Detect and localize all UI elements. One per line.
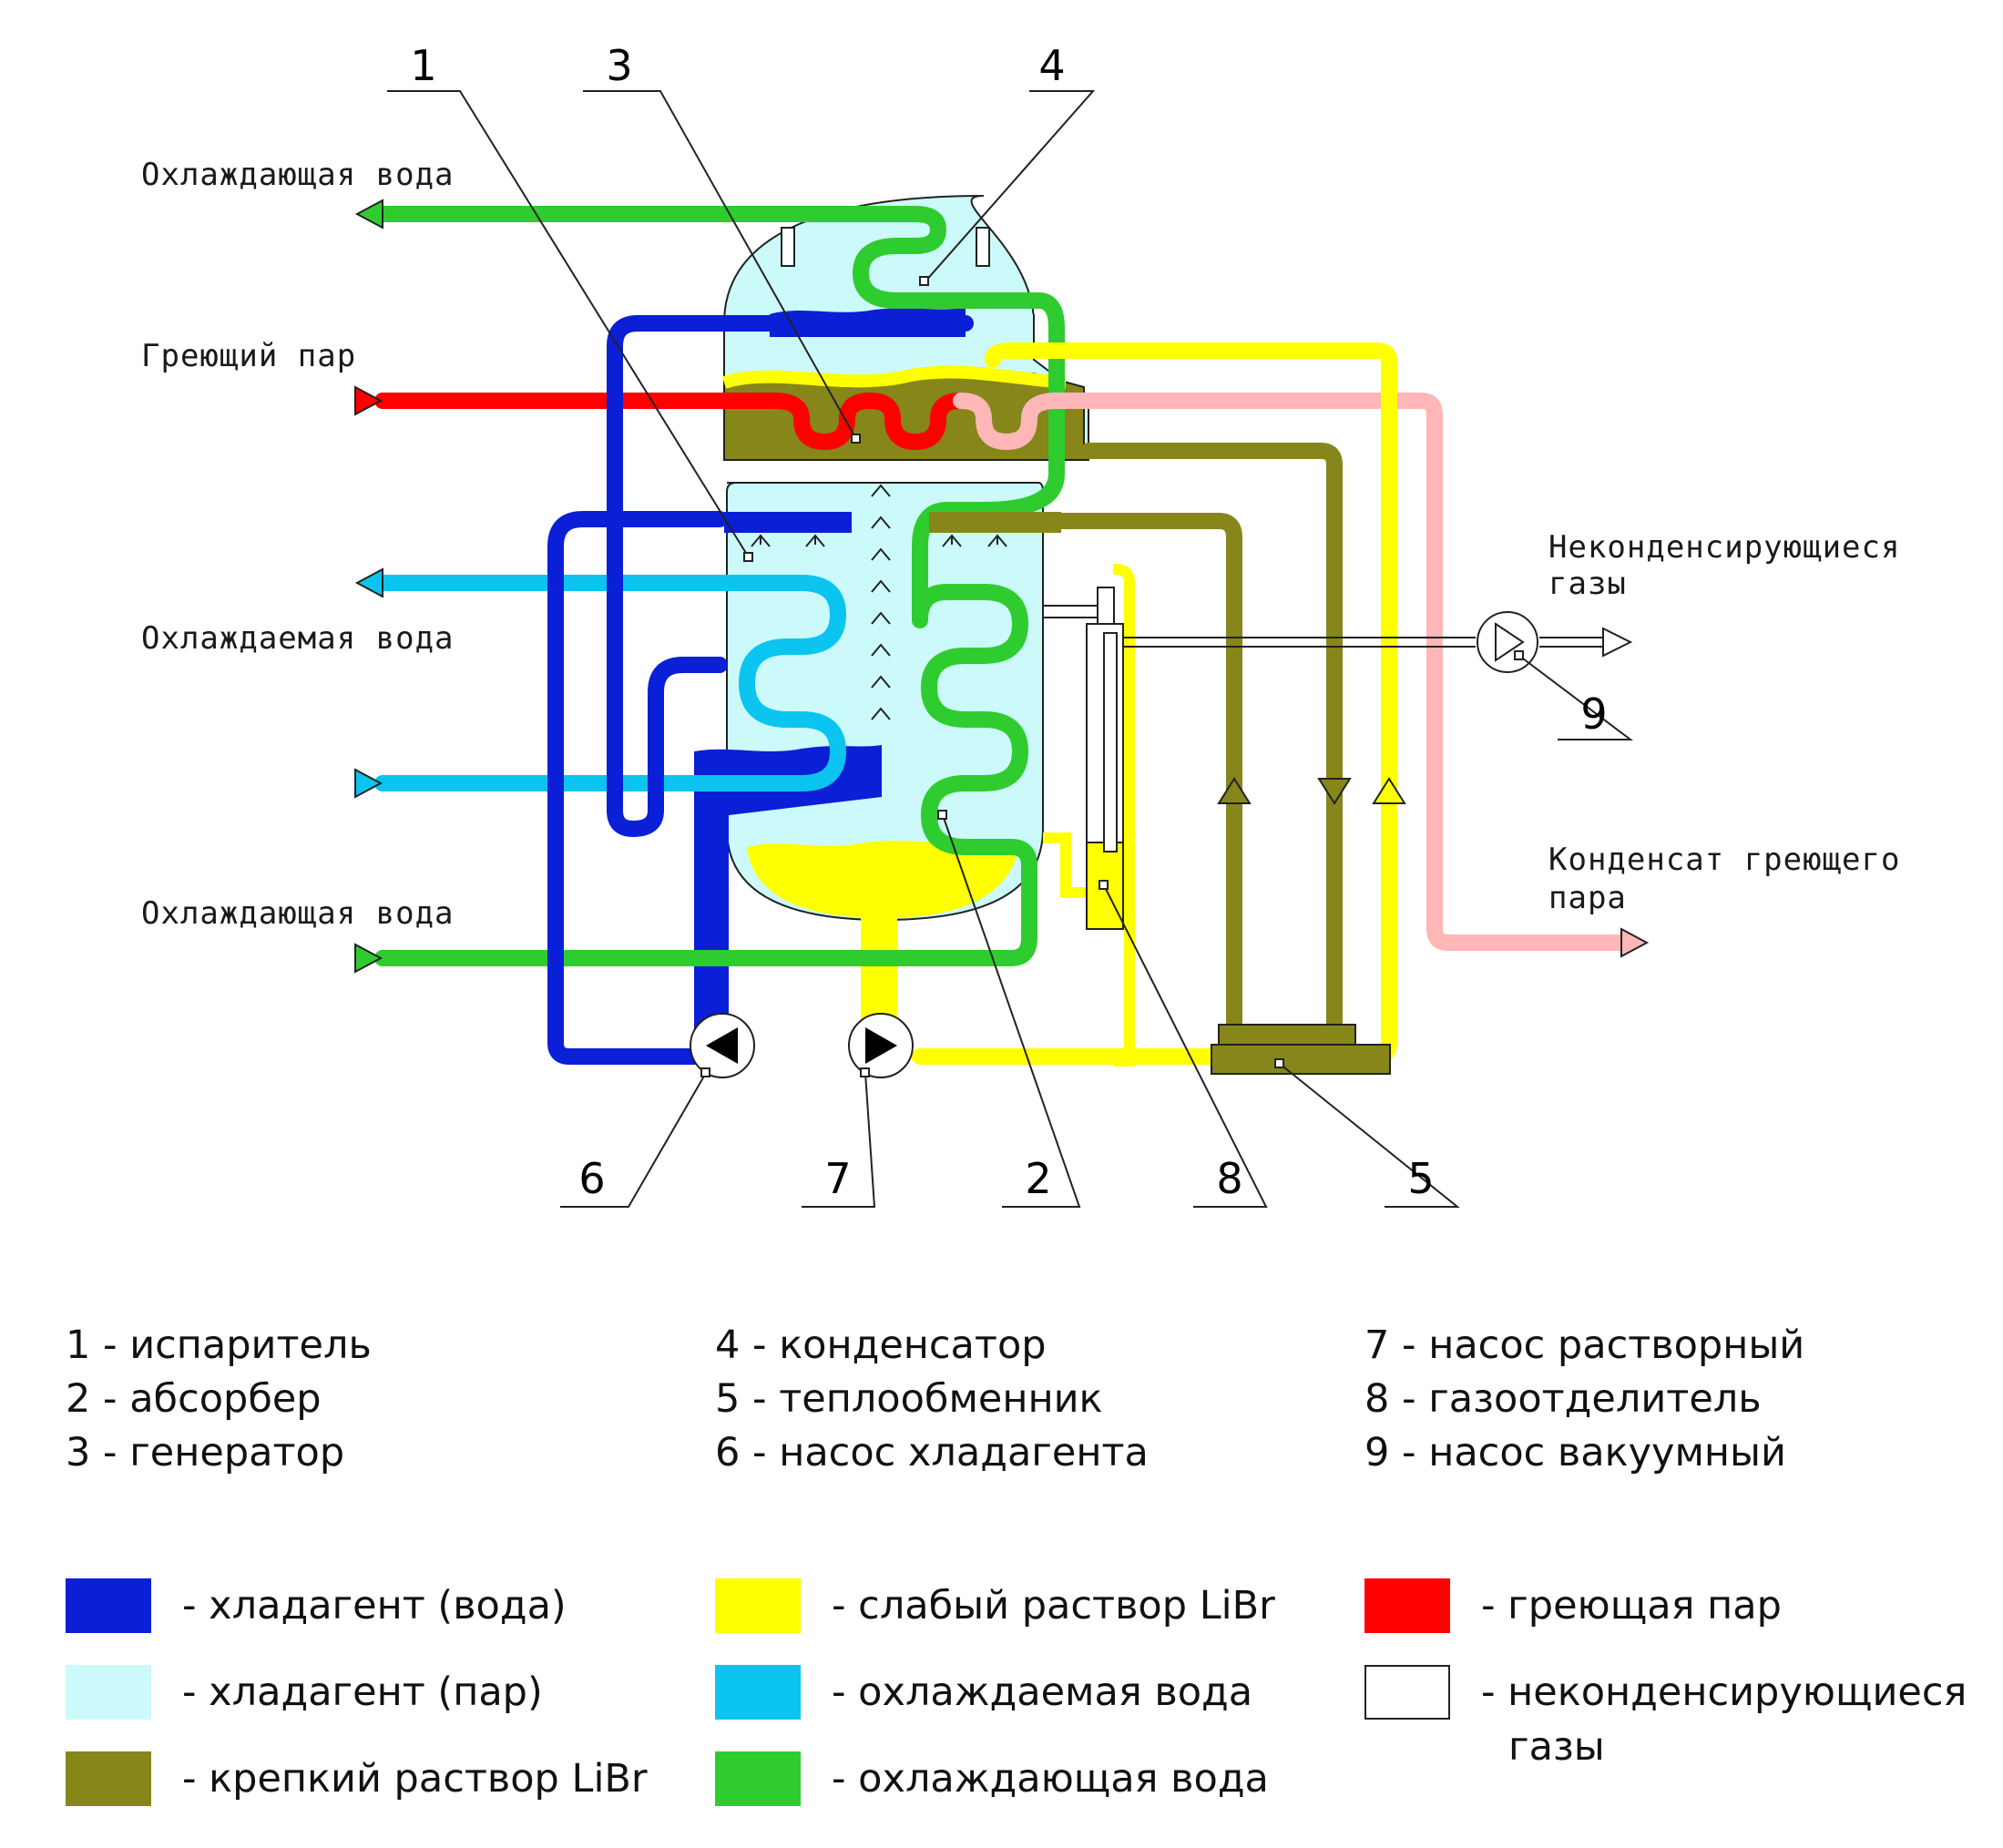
legend-swatch-noncondensable [1364,1665,1450,1720]
legend-label-chilled-water: - охлаждаемая вода [832,1669,1253,1715]
legend-label-weak-libr: - слабый раствор LiBr [832,1583,1275,1628]
leader-lines [387,90,1633,1208]
legend-swatch-cooling-water [715,1751,801,1806]
marker-dots [700,276,1524,1077]
callout-3: 3 [606,41,632,90]
callout-4: 4 [1038,41,1065,90]
evaporator-spray-bar [724,512,852,533]
label-cooling-water-in: Охлаждающая вода [141,895,455,932]
chilled-water-coil [374,575,846,791]
callout-9: 9 [1580,689,1607,739]
cooling-water-out-arrow [354,199,383,230]
legend-label-steam: - греющая пар [1481,1583,1782,1628]
callout-6: 6 [578,1154,605,1203]
legend-swatch-chilled-water [715,1665,801,1720]
heat-exchanger [1211,1024,1391,1075]
label-condensate-1: Конденсат греющего [1548,842,1900,878]
legend-swatch-weak-libr [715,1578,801,1633]
component-5: 5 - теплообменник [715,1376,1103,1422]
callout-1: 1 [410,41,436,90]
callout-2: 2 [1025,1154,1051,1203]
condensate-out-arrow [1620,927,1650,958]
label-condensate-2: пара [1548,880,1627,916]
chilled-water-in-arrow [354,768,383,799]
steam-line [374,393,1630,951]
callout-5: 5 [1407,1154,1434,1203]
legend-label-strong-libr: - крепкий раствор LiBr [182,1756,648,1802]
legend-label-refrigerant-water: - хладагент (вода) [182,1583,567,1628]
cooling-water-line [374,206,1065,966]
legend-label-refrigerant-vapor: - хладагент (пар) [182,1669,543,1715]
callout-7: 7 [824,1154,851,1203]
refrigerant-pump [690,1013,755,1078]
cooling-water-in-arrow [354,943,383,974]
flow-arrow-up-yellow [1372,777,1406,804]
legend-label-noncondensable-cont: газы [1508,1724,1605,1770]
legend-label-cooling-water: - охлаждающая вода [832,1756,1269,1802]
flow-arrow-up-olive [1217,777,1252,804]
legend-label-noncondensable: - неконденсирующиеся [1481,1669,1967,1715]
component-8: 8 - газоотделитель [1364,1376,1762,1422]
label-noncondensable-1: Неконденсирующиеся [1548,529,1900,566]
component-3: 3 - генератор [66,1430,345,1475]
solution-pump [848,1013,914,1078]
spray-nozzles [751,534,1007,547]
component-7: 7 - насос растворный [1364,1322,1805,1368]
component-9: 9 - насос вакуумный [1364,1430,1786,1475]
callout-8: 8 [1216,1154,1242,1203]
vapor-chevrons [871,484,891,720]
component-6: 6 - насос хладагента [715,1430,1149,1475]
noncondensable-line [1123,627,1633,658]
legend-swatch-refrigerant-vapor [66,1665,151,1720]
strong-solution-line [957,443,1343,1033]
lower-shell [694,482,1044,1029]
refrigerant-lines [547,315,974,1065]
absorber-spray-bar [929,512,1061,533]
label-heating-steam: Греющий пар [141,338,356,374]
label-noncondensable-2: газы [1548,566,1627,602]
legend-swatch-steam [1364,1578,1450,1633]
legend-swatch-strong-libr [66,1751,151,1806]
component-4: 4 - конденсатор [715,1322,1047,1368]
component-1: 1 - испаритель [66,1322,372,1368]
flow-arrow-down-olive [1317,778,1352,805]
gas-separator [1043,564,1135,1067]
label-chilled-water: Охлаждаемая вода [141,620,455,657]
label-cooling-water-out: Охлаждающая вода [141,157,455,193]
steam-in-arrow [354,385,383,416]
chilled-water-out-arrow [354,567,383,598]
component-2: 2 - абсорбер [66,1376,322,1422]
legend-swatch-refrigerant-water [66,1578,151,1633]
